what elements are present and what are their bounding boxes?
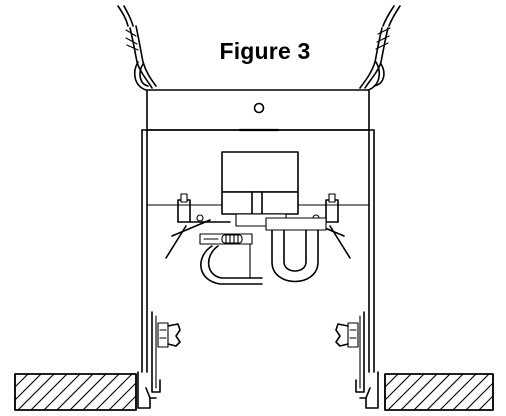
hatch-line bbox=[82, 374, 120, 410]
spring-clip-left bbox=[157, 322, 181, 348]
side-channel-right bbox=[355, 311, 379, 409]
hatch-line bbox=[108, 382, 136, 410]
hatch-line bbox=[478, 395, 493, 410]
spring-clip-right bbox=[335, 322, 359, 348]
fixture-top-box bbox=[146, 89, 370, 132]
hatch-line bbox=[400, 374, 438, 410]
hanger-wire-left bbox=[117, 5, 157, 91]
hatch-line bbox=[56, 374, 94, 410]
hatch-line bbox=[385, 374, 412, 401]
socket-assembly bbox=[221, 151, 299, 227]
hatch-line bbox=[385, 374, 386, 375]
mounting-hole-icon bbox=[253, 102, 265, 114]
ballast-connector bbox=[199, 233, 253, 245]
hatch-line bbox=[439, 374, 477, 410]
hatch-line bbox=[385, 374, 399, 388]
hatch-line bbox=[426, 374, 464, 410]
u-lamp bbox=[265, 217, 327, 283]
hatch-line bbox=[95, 374, 133, 410]
ceiling-tile-left bbox=[14, 373, 197, 411]
hatch-line bbox=[17, 374, 55, 410]
hatch-line bbox=[15, 374, 16, 375]
hatch-line bbox=[387, 374, 425, 410]
hatch-line bbox=[30, 374, 68, 410]
hatch-line bbox=[121, 395, 136, 410]
side-channel-left bbox=[137, 311, 161, 409]
mounting-bracket-left bbox=[165, 193, 231, 259]
hatch-line bbox=[15, 374, 29, 388]
hatch-line bbox=[15, 374, 42, 401]
hatch-line bbox=[69, 374, 107, 410]
lamp-loop-left bbox=[200, 243, 263, 285]
hatch-line bbox=[413, 374, 451, 410]
hatch-line bbox=[465, 382, 493, 410]
hatch-line bbox=[452, 374, 490, 410]
hatch-line bbox=[161, 374, 197, 410]
figure-title: Figure 3 bbox=[219, 38, 311, 64]
hatch-line bbox=[491, 408, 493, 410]
ceiling-tile-right bbox=[384, 373, 494, 411]
hatch-line bbox=[43, 374, 81, 410]
hanger-wire-right bbox=[359, 5, 401, 91]
